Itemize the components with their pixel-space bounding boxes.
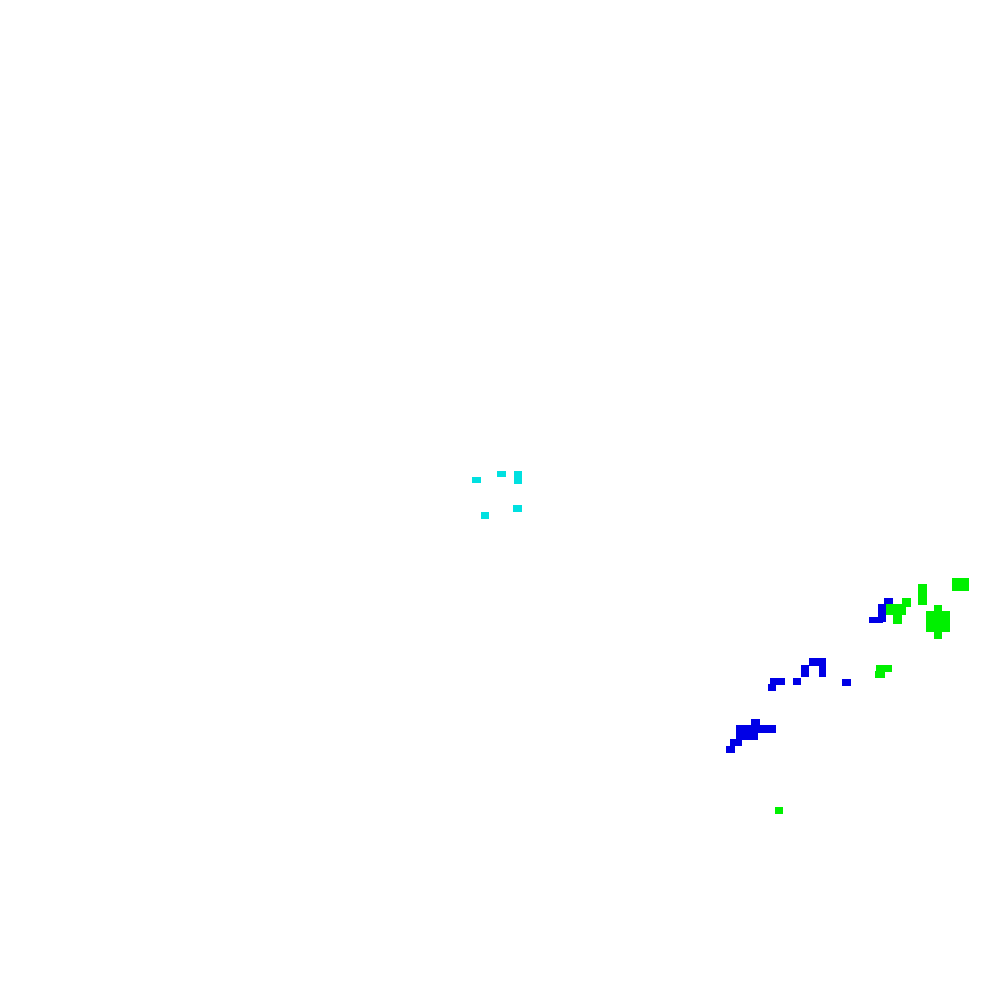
blue-pixel-block — [869, 617, 883, 623]
green-pixel-block — [952, 578, 969, 591]
green-pixel-block — [902, 598, 911, 607]
cyan-pixel-block — [513, 505, 522, 512]
cyan-pixel-block — [472, 477, 481, 483]
blue-pixel-block — [736, 725, 776, 733]
blue-pixel-block — [751, 719, 760, 726]
cyan-pixel-block — [481, 512, 489, 519]
blue-pixel-block — [730, 739, 742, 746]
green-pixel-block — [775, 807, 783, 814]
blue-pixel-block — [809, 658, 826, 666]
green-pixel-block — [876, 665, 892, 672]
green-pixel-block — [886, 604, 906, 615]
green-cluster — [775, 578, 969, 814]
blue-pixel-block — [878, 604, 886, 622]
blue-pixel-block — [801, 665, 809, 677]
green-pixel-block — [926, 611, 950, 632]
blue-pixel-block — [793, 678, 801, 685]
green-pixel-block — [875, 671, 885, 678]
blue-pixel-block — [842, 679, 851, 686]
blue-pixel-block — [819, 664, 826, 677]
cyan-cluster — [472, 471, 522, 519]
blue-pixel-block — [726, 746, 735, 753]
green-pixel-block — [918, 584, 927, 605]
green-pixel-block — [893, 614, 902, 624]
green-pixel-block — [934, 605, 942, 613]
blue-pixel-block — [736, 732, 758, 740]
blue-cluster — [726, 598, 893, 753]
blue-pixel-block — [770, 678, 785, 685]
green-pixel-block — [934, 630, 942, 639]
blue-pixel-block — [884, 598, 893, 604]
blue-pixel-block — [768, 684, 776, 691]
cyan-pixel-block — [514, 471, 522, 484]
cyan-pixel-block — [497, 471, 506, 477]
